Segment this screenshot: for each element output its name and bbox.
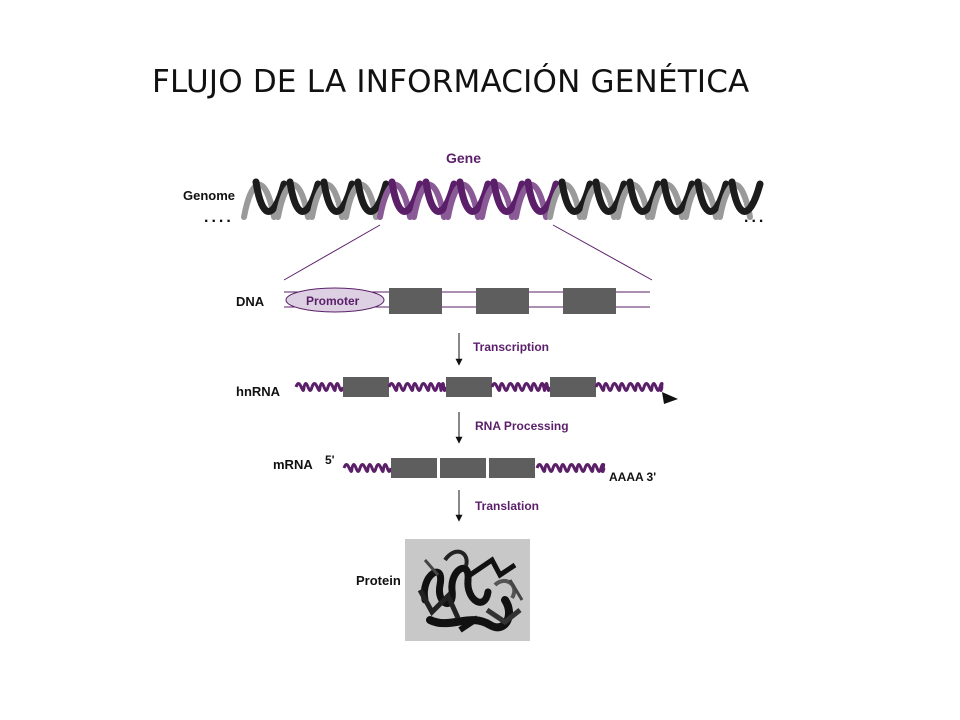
helix-front-twist — [320, 178, 356, 215]
mrna-exon-3 — [489, 458, 535, 478]
poly-a-tail-label: AAAA 3' — [609, 470, 656, 484]
rna-wave — [294, 382, 345, 392]
hnrna-exon-3 — [550, 377, 596, 397]
gene-label: Gene — [446, 150, 481, 166]
helix-front-twist — [592, 178, 628, 215]
dna-exon-1 — [389, 288, 442, 314]
zoom-line-left — [283, 224, 381, 281]
dna-label: DNA — [236, 294, 265, 309]
helix-front-twist — [558, 178, 594, 215]
zoom-line-right — [552, 224, 653, 281]
dna-exon-2 — [476, 288, 529, 314]
hnrna-strand — [294, 377, 678, 404]
transcription-label: Transcription — [473, 340, 549, 354]
rna-wave — [342, 463, 393, 473]
dna-segment — [284, 287, 650, 314]
helix-front-twist — [456, 178, 492, 215]
rna-wave — [387, 382, 448, 392]
five-prime-label: 5' — [325, 453, 335, 467]
genome-helix — [241, 178, 764, 220]
helix-front-twist — [490, 178, 526, 215]
mrna-label: mRNA — [273, 457, 313, 472]
rna-wave — [594, 382, 664, 392]
helix-front-twist — [660, 178, 696, 215]
hnrna-exon-1 — [343, 377, 389, 397]
helix-front-twist — [354, 178, 390, 215]
dna-exon-3 — [563, 288, 616, 314]
helix-front-twist — [252, 178, 288, 215]
ellipsis-left: .... — [204, 209, 234, 226]
rna-wave — [490, 382, 552, 392]
helix-front-twist — [388, 178, 424, 215]
helix-front-twist — [694, 178, 730, 215]
protein-label: Protein — [356, 573, 401, 588]
slide-title: FLUJO DE LA INFORMACIÓN GENÉTICA — [152, 64, 750, 100]
genome-label: Genome — [183, 188, 235, 203]
ellipsis-right: ... — [744, 209, 766, 226]
mrna-strand — [342, 458, 606, 478]
helix-front-twist — [422, 178, 458, 215]
hnrna-exon-2 — [446, 377, 492, 397]
promoter — [285, 287, 385, 313]
hnrna-end-arrow — [662, 392, 678, 404]
mrna-exon-2 — [440, 458, 486, 478]
hnrna-label: hnRNA — [236, 384, 281, 399]
helix-front-twist — [626, 178, 662, 215]
translation-label: Translation — [475, 499, 539, 513]
mrna-exon-1 — [391, 458, 437, 478]
helix-front-twist — [728, 178, 764, 215]
rna-wave — [535, 463, 606, 473]
helix-front-twist — [524, 178, 560, 215]
processing-label: RNA Processing — [475, 419, 569, 433]
helix-front-twist — [286, 178, 322, 215]
protein-structure-image — [405, 539, 530, 641]
promoter-label: Promoter — [306, 294, 360, 308]
